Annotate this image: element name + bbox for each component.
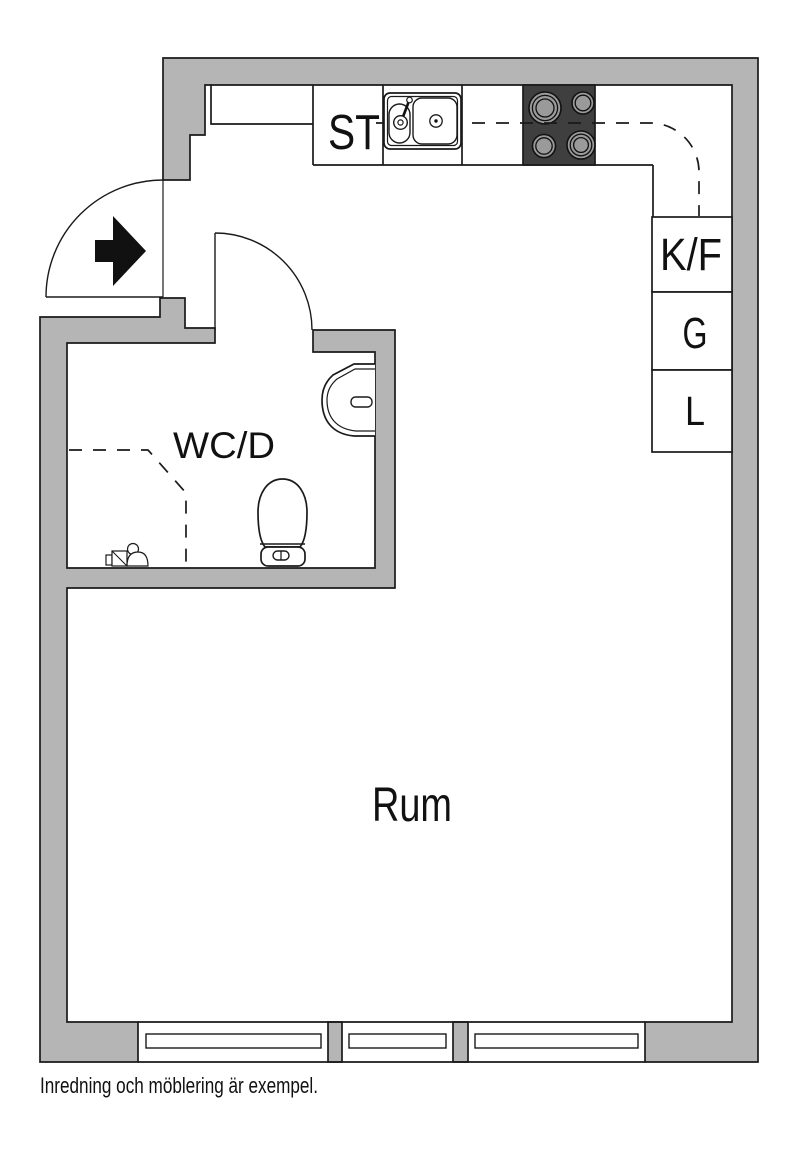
label-wcd: WC/D (173, 425, 275, 466)
walls (39, 57, 759, 1063)
basin-tap (350, 396, 373, 408)
label-kf: K/F (660, 229, 722, 280)
window (348, 1033, 447, 1049)
label-st: ST (328, 106, 380, 160)
window (145, 1033, 322, 1049)
entry-arrow-icon (95, 216, 146, 286)
burner (528, 91, 596, 160)
label-rum: Rum (372, 779, 452, 832)
kitchen-sink (383, 92, 462, 150)
window-pier (327, 1021, 343, 1063)
floor-drain-fixture (105, 542, 149, 567)
bathroom (69, 232, 375, 567)
bathroom-door-swing-arc (214, 232, 313, 331)
label-g: G (683, 309, 708, 358)
kitchen (210, 84, 733, 453)
upper-cabinet (210, 85, 313, 125)
outer-wall (162, 57, 759, 1063)
caption-text: Inredning och möblering är exempel. (40, 1073, 318, 1098)
label-l: L (685, 388, 705, 434)
window (474, 1033, 639, 1049)
shower-dashed-line (69, 449, 187, 566)
left-and-bathroom-walls (39, 297, 396, 1063)
labels: ST K/F G L WC/D Rum Inredning och möbler… (40, 106, 722, 1098)
entry-door-swing-arc (45, 179, 164, 298)
appliance-dashed-line (376, 122, 700, 216)
cabinet-l (651, 369, 733, 453)
window-pier (452, 1021, 469, 1063)
wash-basin (321, 363, 375, 437)
toilet (257, 478, 308, 567)
windows (138, 1021, 645, 1063)
entry-door (45, 179, 164, 298)
